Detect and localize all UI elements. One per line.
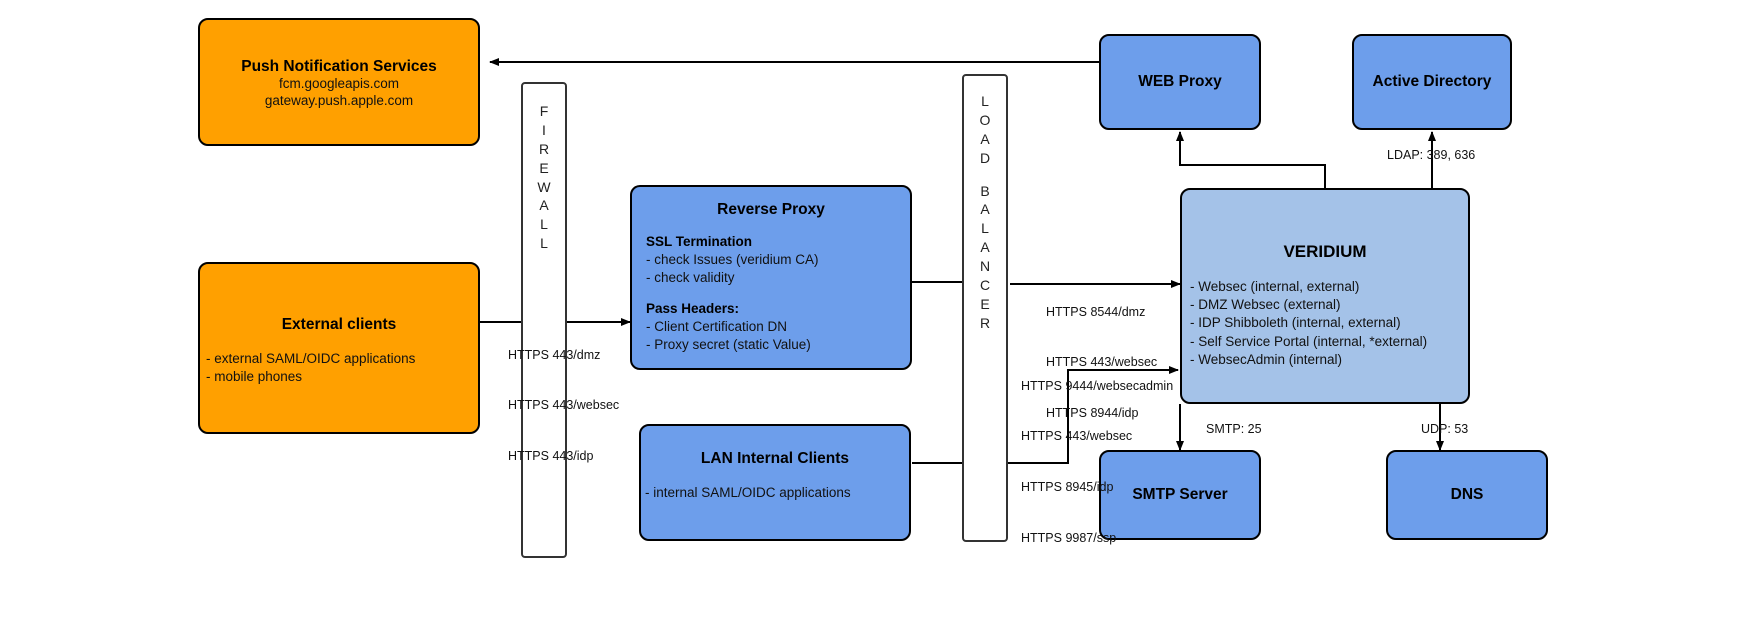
firewall-letter-i: I [542, 121, 546, 138]
ssl-termination-header: SSL Termination [646, 234, 753, 249]
label-ext-3: HTTPS 443/idp [508, 449, 594, 463]
label-lb-1: HTTPS 8544/dmz [1046, 304, 1146, 319]
label-lb-2: HTTPS 443/websec [1046, 355, 1158, 370]
veridium-service-1: - Websec (internal, external) [1190, 279, 1360, 294]
label-lan-1: HTTPS 9444/websecadmin [1021, 378, 1174, 393]
external-clients-title: External clients [281, 316, 397, 333]
firewall-letter-w: W [537, 178, 551, 195]
push-line-2: gateway.push.apple.com [264, 92, 414, 108]
label-external-to-firewall: HTTPS 443/dmz HTTPS 443/websec HTTPS 443… [508, 313, 619, 499]
node-web-proxy[interactable]: WEB Proxy [1099, 34, 1261, 130]
external-clients-body: - external SAML/OIDC applications - mobi… [200, 350, 478, 386]
label-lan-2: HTTPS 443/websec [1021, 429, 1133, 444]
veridium-service-5: - WebsecAdmin (internal) [1190, 351, 1343, 367]
push-title: Push Notification Services [241, 58, 437, 75]
lb-letter-a1: A [980, 130, 990, 147]
lb-letter-r: R [979, 314, 991, 331]
pass-headers-item-1: - Client Certification DN [646, 318, 788, 334]
lb-letter-n: N [979, 258, 991, 275]
firewall-letter-r: R [538, 140, 550, 157]
lb-letter-d: D [979, 149, 991, 166]
node-dns[interactable]: DNS [1386, 450, 1548, 540]
ssl-termination-item-2: - check validity [646, 270, 735, 286]
veridium-service-2: - DMZ Websec (external) [1190, 297, 1341, 313]
lb-letter-l: L [981, 93, 989, 109]
lb-letter-e: E [980, 295, 990, 312]
veridium-services: - Websec (internal, external) - DMZ Webs… [1182, 278, 1468, 369]
node-veridium[interactable]: VERIDIUM - Websec (internal, external) -… [1180, 188, 1470, 404]
dns-title: DNS [1450, 486, 1484, 503]
firewall-letter-l2: L [540, 235, 548, 252]
label-ext-2: HTTPS 443/websec [508, 398, 620, 413]
reverse-proxy-title: Reverse Proxy [717, 201, 825, 218]
firewall-letter-l1: L [540, 216, 548, 233]
smtp-server-title: SMTP Server [1132, 486, 1228, 503]
firewall-letter-a: A [539, 197, 549, 214]
reverse-proxy-body: SSL Termination - check Issues (veridium… [646, 233, 896, 354]
lb-letter-l2: L [981, 220, 989, 237]
lan-clients-body: - internal SAML/OIDC applications [641, 484, 909, 502]
label-ldap: LDAP: 389, 636 [1387, 148, 1476, 162]
node-reverse-proxy[interactable]: Reverse Proxy SSL Termination - check Is… [630, 185, 912, 370]
label-lan-4: HTTPS 9987/ssp [1021, 530, 1117, 545]
label-lb-3: HTTPS 8944/idp [1046, 406, 1139, 420]
pass-headers-item-2: - Proxy secret (static Value) [646, 337, 811, 353]
label-lan-3: HTTPS 8945/idp [1021, 480, 1114, 494]
node-firewall[interactable]: F I R E W A L L [521, 82, 567, 558]
node-external-clients[interactable]: External clients - external SAML/OIDC ap… [198, 262, 480, 434]
veridium-service-4: - Self Service Portal (internal, *extern… [1190, 333, 1428, 349]
node-load-balancer[interactable]: L O A D B A L A N C E R [962, 74, 1008, 542]
firewall-letter-e: E [539, 159, 549, 176]
node-active-directory[interactable]: Active Directory [1352, 34, 1512, 130]
lb-letter-o: O [979, 111, 991, 128]
lb-letter-a2: A [980, 201, 990, 218]
veridium-title: VERIDIUM [1283, 242, 1367, 261]
web-proxy-title: WEB Proxy [1138, 73, 1222, 90]
label-smtp: SMTP: 25 [1206, 422, 1262, 436]
active-directory-title: Active Directory [1372, 73, 1492, 90]
external-clients-item-2: - mobile phones [206, 369, 303, 385]
veridium-service-3: - IDP Shibboleth (internal, external) [1190, 315, 1401, 331]
label-dns-udp: UDP: 53 [1421, 422, 1469, 436]
external-clients-item-1: - external SAML/OIDC applications [206, 351, 416, 366]
node-lan-internal-clients[interactable]: LAN Internal Clients - internal SAML/OID… [639, 424, 911, 541]
firewall-letter-f: F [539, 103, 549, 119]
push-line-1: fcm.googleapis.com [278, 76, 400, 91]
lb-letter-c: C [979, 277, 991, 294]
lb-letter-a3: A [980, 239, 990, 256]
lan-clients-title: LAN Internal Clients [700, 450, 850, 467]
label-lan-to-veridium: HTTPS 9444/websecadmin HTTPS 443/websec … [1021, 344, 1173, 580]
node-smtp-server[interactable]: SMTP Server [1099, 450, 1261, 540]
ssl-termination-item-1: - check Issues (veridium CA) [646, 252, 819, 268]
lan-clients-item-1: - internal SAML/OIDC applications [645, 485, 851, 500]
pass-headers-header: Pass Headers: [646, 300, 740, 316]
node-push-notification-services[interactable]: Push Notification Services fcm.googleapi… [198, 18, 480, 146]
lb-letter-b: B [980, 182, 990, 199]
label-lb-to-veridium: HTTPS 8544/dmz HTTPS 443/websec HTTPS 89… [1046, 270, 1157, 456]
label-ext-1: HTTPS 443/dmz [508, 347, 601, 362]
